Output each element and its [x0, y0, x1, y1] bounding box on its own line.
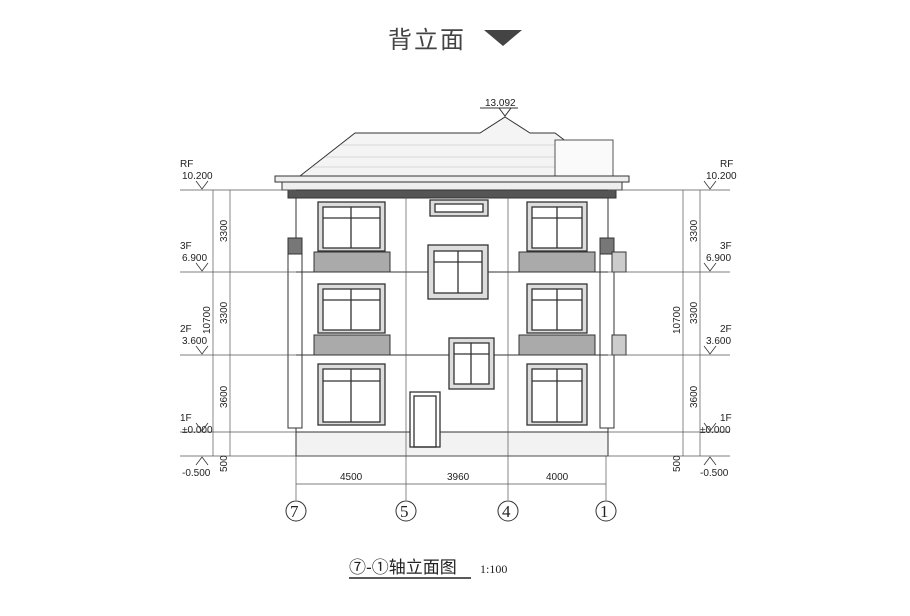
- svg-text:4500: 4500: [340, 472, 363, 483]
- svg-text:1F: 1F: [720, 413, 732, 424]
- svg-text:3F: 3F: [180, 241, 192, 252]
- triangle-down-icon: [484, 30, 522, 46]
- svg-text:⑦-①轴立面图: ⑦-①轴立面图: [349, 558, 457, 578]
- building-walls: [287, 197, 615, 457]
- svg-text:5: 5: [400, 502, 409, 521]
- svg-text:±0.000: ±0.000: [182, 425, 213, 436]
- horizontal-dimensions: 4500 3960 4000: [340, 472, 569, 483]
- windows: [317, 199, 588, 448]
- svg-text:3F: 3F: [720, 241, 732, 252]
- svg-text:7: 7: [290, 502, 299, 521]
- svg-text:10.200: 10.200: [706, 171, 737, 182]
- svg-text:2F: 2F: [720, 324, 732, 335]
- svg-text:4000: 4000: [546, 472, 569, 483]
- svg-text:500: 500: [672, 455, 683, 472]
- svg-text:±0.000: ±0.000: [700, 425, 731, 436]
- svg-text:1F: 1F: [180, 413, 192, 424]
- drawing-caption: ⑦-①轴立面图 1:100: [349, 558, 507, 579]
- svg-text:6.900: 6.900: [706, 253, 731, 264]
- svg-text:3300: 3300: [689, 301, 700, 324]
- svg-text:RF: RF: [720, 159, 733, 170]
- svg-text:3.600: 3.600: [706, 336, 731, 347]
- svg-text:3.600: 3.600: [182, 336, 207, 347]
- axis-markers: 7 5 4 1: [285, 500, 617, 522]
- roof: [274, 116, 630, 199]
- balconies: [313, 251, 627, 356]
- svg-text:-0.500: -0.500: [182, 468, 211, 479]
- svg-text:10700: 10700: [672, 306, 683, 334]
- svg-text:10700: 10700: [202, 306, 213, 334]
- svg-text:500: 500: [219, 455, 230, 472]
- svg-text:1:100: 1:100: [480, 562, 507, 576]
- svg-text:3960: 3960: [447, 472, 470, 483]
- vertical-dimensions: 3300 3300 3600 500 10700 3300 3300 3600 …: [202, 219, 700, 472]
- page-title: 背立面: [388, 26, 466, 54]
- svg-text:3600: 3600: [689, 385, 700, 408]
- svg-text:3300: 3300: [219, 301, 230, 324]
- svg-text:2F: 2F: [180, 324, 192, 335]
- peak-elevation: 13.092: [485, 98, 516, 109]
- svg-text:3600: 3600: [219, 385, 230, 408]
- svg-text:3300: 3300: [689, 219, 700, 242]
- svg-text:-0.500: -0.500: [700, 468, 729, 479]
- svg-text:10.200: 10.200: [182, 171, 213, 182]
- svg-text:1: 1: [600, 502, 609, 521]
- svg-text:RF: RF: [180, 159, 193, 170]
- svg-text:4: 4: [502, 502, 511, 521]
- svg-text:6.900: 6.900: [182, 253, 207, 264]
- svg-text:3300: 3300: [219, 219, 230, 242]
